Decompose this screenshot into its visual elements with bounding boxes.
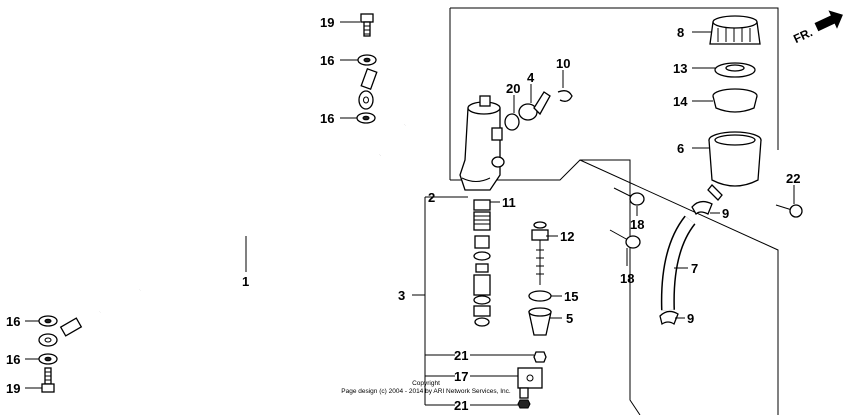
push-rod — [531, 221, 549, 285]
brake-hose — [38, 46, 420, 347]
callout-16-top: 16 — [320, 53, 334, 68]
callout-6: 6 — [677, 141, 684, 156]
callout-17: 17 — [454, 369, 468, 384]
callout-3: 3 — [398, 288, 405, 303]
piston-kit — [473, 199, 491, 327]
callout-18-lower: 18 — [620, 271, 634, 286]
copyright-line1: Copyright — [412, 380, 440, 387]
copyright-line2: Page design (c) 2004 - 2014 by ARI Netwo… — [341, 388, 511, 395]
callout-7: 7 — [691, 261, 698, 276]
callout-20: 20 — [506, 81, 520, 96]
callout-21-upper: 21 — [454, 348, 468, 363]
clamp-upper — [691, 200, 713, 216]
callout-16-low1: 16 — [6, 314, 20, 329]
arrow-icon — [814, 10, 843, 32]
reservoir-plate — [714, 62, 756, 78]
callout-10: 10 — [556, 56, 570, 71]
bolt-19-bottom — [41, 367, 55, 393]
nut-21-lower — [517, 399, 531, 409]
callout-19-bottom: 19 — [6, 381, 20, 396]
callout-22: 22 — [786, 171, 800, 186]
callout-19-top: 19 — [320, 15, 334, 30]
reservoir-cap — [709, 15, 761, 45]
washer-16-low1 — [38, 315, 58, 327]
callout-9-lower: 9 — [687, 311, 694, 326]
callout-16-low2: 16 — [6, 352, 20, 367]
washer-16-mid — [356, 112, 376, 124]
callout-12: 12 — [560, 229, 574, 244]
callout-11: 11 — [502, 195, 516, 210]
nut-21-upper — [533, 351, 547, 363]
callout-16-mid: 16 — [320, 111, 334, 126]
callout-18-upper: 18 — [630, 217, 644, 232]
reservoir-hose — [660, 215, 696, 311]
callout-5: 5 — [566, 311, 573, 326]
callout-1: 1 — [242, 274, 249, 289]
bolt-18-lower — [609, 229, 641, 249]
leader-lines — [25, 21, 795, 406]
master-cylinder-body — [459, 95, 505, 191]
washer-16-low2 — [38, 353, 58, 365]
clamp-lower — [659, 310, 679, 326]
clip — [557, 90, 573, 102]
group-brackets — [412, 196, 455, 406]
callout-4: 4 — [527, 70, 535, 85]
o-ring — [504, 113, 520, 131]
callout-15: 15 — [564, 289, 578, 304]
diaphragm — [712, 88, 758, 113]
reservoir — [707, 131, 762, 201]
callout-21-lower: 21 — [454, 398, 468, 413]
assembly-frame — [449, 7, 779, 415]
hose-joint — [518, 91, 551, 121]
clevis — [517, 367, 543, 399]
direction-indicator: FR. — [791, 10, 843, 46]
callout-2: 2 — [428, 190, 435, 205]
bolt-18-upper — [613, 187, 645, 206]
direction-label: FR. — [791, 25, 814, 46]
bolt-19-top — [360, 13, 374, 37]
bolt-22 — [775, 204, 803, 218]
boot — [528, 307, 552, 336]
washer-16-top — [357, 54, 377, 66]
callout-9-upper: 9 — [722, 206, 729, 221]
callout-8: 8 — [677, 25, 684, 40]
callout-14: 14 — [673, 94, 688, 109]
circlip — [528, 290, 552, 302]
callout-13: 13 — [673, 61, 687, 76]
